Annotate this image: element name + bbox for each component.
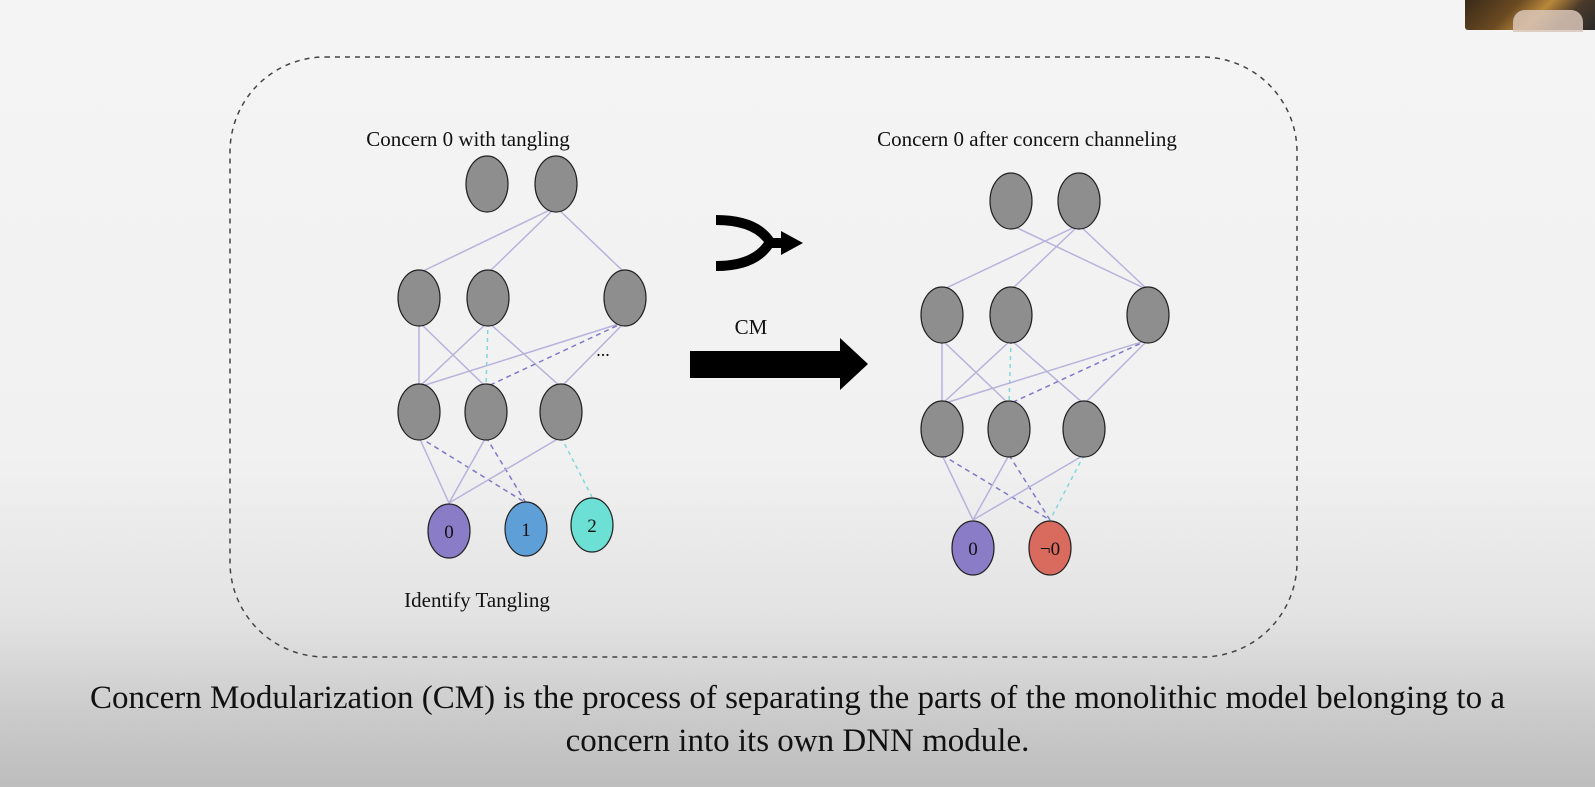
left-middle-node xyxy=(603,269,647,327)
left-panel-title: Concern 0 with tangling xyxy=(366,127,570,151)
dashed-diagram-border xyxy=(229,56,1298,658)
caption-line-1: Concern Modularization (CM) is the proce… xyxy=(89,680,1505,716)
right-middle-node xyxy=(920,286,964,344)
left-edges-middle xyxy=(418,321,626,388)
right-output-node-0 xyxy=(951,520,995,576)
right-output-node-not0 xyxy=(1028,520,1072,576)
left-output-node-2 xyxy=(570,497,614,553)
right-panel-title: Concern 0 after concern channeling xyxy=(877,127,1177,151)
merge-arrow-icon xyxy=(715,215,803,271)
left-lower-node xyxy=(397,383,441,441)
left-top-node xyxy=(465,155,509,213)
left-lower-node xyxy=(464,383,508,441)
cm-arrow-label: CM xyxy=(735,315,768,339)
right-edges-top xyxy=(941,224,1149,291)
left-panel-footer: Identify Tangling xyxy=(404,588,550,612)
left-output-label-0: 0 xyxy=(444,522,454,543)
cm-arrow-icon xyxy=(690,338,868,390)
right-network: Concern 0 after concern channeling xyxy=(877,127,1177,576)
right-lower-node xyxy=(1062,400,1106,458)
right-middle-node xyxy=(1126,286,1170,344)
right-edges-output xyxy=(941,454,1085,521)
middle-arrows: CM xyxy=(690,215,868,390)
left-top-node xyxy=(534,155,578,213)
right-middle-node xyxy=(989,286,1033,344)
caption-line-2: concern into its own DNN module. xyxy=(565,723,1030,759)
left-edges-output xyxy=(418,436,593,504)
left-output-label-2: 2 xyxy=(587,516,597,537)
left-output-node-0 xyxy=(427,503,471,559)
left-output-label-1: 1 xyxy=(521,520,531,541)
hand-image xyxy=(1513,10,1583,32)
left-edges-top xyxy=(418,206,626,274)
left-middle-node xyxy=(466,269,510,327)
left-network: Concern 0 with tangling xyxy=(366,127,647,612)
right-output-label-0: 0 xyxy=(968,539,978,560)
right-top-node xyxy=(1057,172,1101,230)
speaker-video-thumbnail xyxy=(1465,0,1595,32)
right-lower-node xyxy=(987,400,1031,458)
left-output-node-1 xyxy=(504,501,548,557)
right-top-node xyxy=(989,172,1033,230)
left-ellipsis: ... xyxy=(596,340,610,360)
right-edges-middle xyxy=(941,339,1149,405)
right-output-label-not0: ¬0 xyxy=(1040,539,1060,560)
left-lower-node xyxy=(539,383,583,441)
right-lower-node xyxy=(920,400,964,458)
left-middle-node xyxy=(397,269,441,327)
